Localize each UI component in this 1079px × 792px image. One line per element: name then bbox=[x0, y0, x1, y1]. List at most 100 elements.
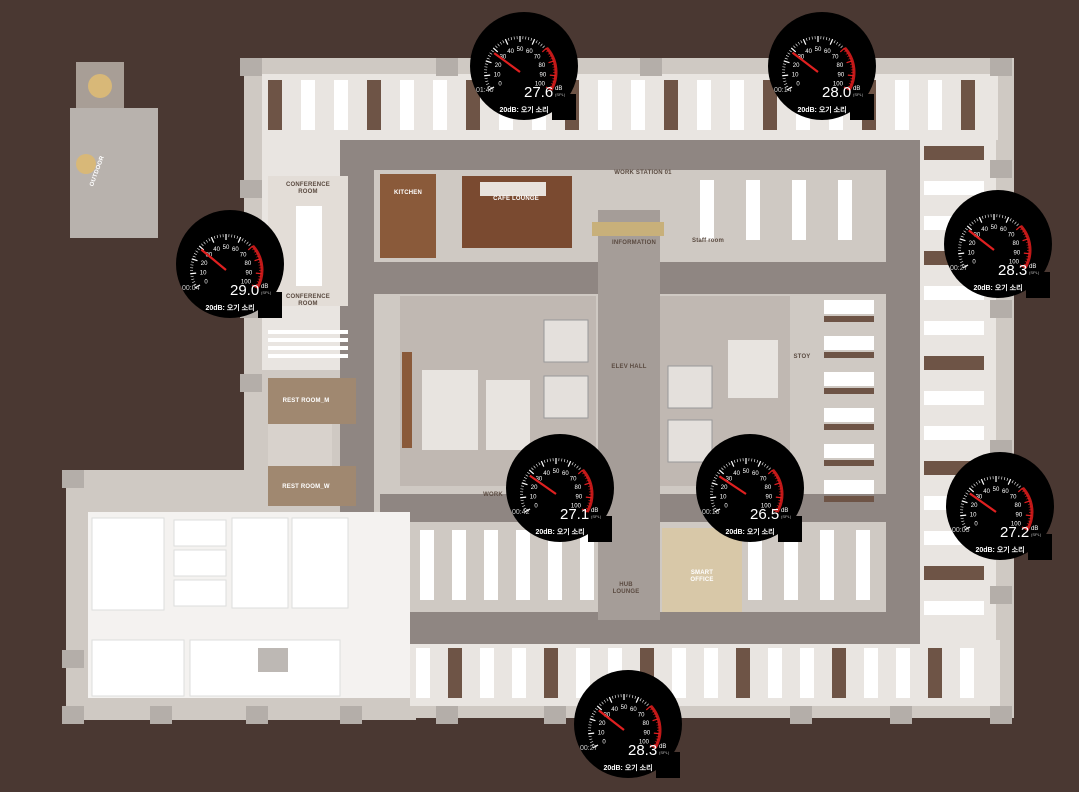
meter-tick bbox=[525, 474, 529, 477]
meter-tick bbox=[966, 225, 973, 231]
meter-tick bbox=[591, 743, 595, 746]
meter-unit: dB bbox=[659, 744, 667, 750]
outdoor-lamp bbox=[88, 74, 112, 98]
meter-tick-label: 100 bbox=[639, 740, 650, 746]
meter-tick-label: 90 bbox=[766, 494, 773, 500]
desk bbox=[748, 530, 762, 600]
meter-tick bbox=[961, 233, 965, 235]
meter-tick bbox=[561, 458, 563, 462]
meter-tick bbox=[836, 41, 839, 45]
meter-tick bbox=[256, 255, 260, 258]
meter-tick bbox=[795, 43, 798, 47]
outdoor-lamp-2 bbox=[76, 154, 96, 174]
column bbox=[436, 58, 458, 76]
meter-tick-label: 100 bbox=[1009, 260, 1020, 266]
meter-tick bbox=[715, 474, 719, 477]
meter-tick-label: 50 bbox=[743, 469, 750, 475]
meter-tick bbox=[797, 41, 800, 45]
meter-time: 00:27 bbox=[950, 265, 968, 272]
meter-tick-label: 100 bbox=[833, 82, 844, 88]
meter-tick bbox=[520, 499, 524, 502]
meter-tick bbox=[192, 281, 196, 283]
meter-tick bbox=[1015, 225, 1022, 231]
meter-reference: 20dB: 오기 소리 bbox=[797, 107, 847, 114]
meter-tick bbox=[789, 49, 792, 53]
meter-tick bbox=[964, 526, 971, 531]
label-work-station: WORK STATION 01 bbox=[614, 170, 672, 176]
meter-tick bbox=[1028, 503, 1032, 505]
desk bbox=[896, 648, 910, 698]
meter-tick bbox=[1026, 523, 1030, 525]
meter-tick bbox=[255, 283, 259, 286]
meter-tick bbox=[550, 83, 554, 85]
desk bbox=[824, 460, 874, 466]
meter-tick-label: 50 bbox=[553, 469, 560, 475]
meter-tick bbox=[764, 463, 767, 467]
desk bbox=[924, 356, 984, 370]
meter-tick bbox=[736, 459, 739, 463]
meter-tick bbox=[971, 485, 974, 489]
meter-tick bbox=[588, 732, 595, 735]
meter-tick bbox=[595, 707, 598, 711]
meter-tick bbox=[973, 483, 976, 487]
meter-tick bbox=[717, 471, 720, 475]
meter-tick bbox=[603, 699, 606, 703]
meter-tick-label: 10 bbox=[970, 512, 977, 518]
cafe-counter bbox=[480, 182, 546, 196]
desk bbox=[544, 648, 558, 698]
meter-tick-label: 80 bbox=[1013, 241, 1020, 247]
meter-tick bbox=[767, 469, 774, 475]
meter-tick bbox=[1006, 477, 1009, 481]
meter-tick bbox=[656, 735, 660, 738]
meter-tick bbox=[213, 235, 216, 239]
meter-tick bbox=[203, 241, 206, 245]
meter-tick bbox=[190, 272, 197, 275]
meter-tick bbox=[635, 696, 640, 703]
meter-tick bbox=[987, 214, 989, 218]
meter-tick-label: 30 bbox=[976, 495, 983, 501]
meter-tick bbox=[252, 247, 255, 251]
meter-tick bbox=[649, 744, 656, 749]
meter-tick bbox=[201, 243, 204, 247]
label-hub-lounge: HUB LOUNGE bbox=[612, 582, 640, 595]
meter-tick bbox=[237, 236, 242, 243]
meter-tick-label: 0 bbox=[974, 522, 978, 528]
meter-tick bbox=[608, 696, 613, 703]
meter-tick bbox=[978, 216, 983, 223]
meter-tick bbox=[527, 37, 530, 41]
meter-tick bbox=[960, 517, 964, 520]
meter-tick bbox=[190, 261, 194, 263]
meter-tick bbox=[577, 469, 584, 475]
desk bbox=[334, 80, 348, 130]
meter-weighting: (SPL) bbox=[555, 92, 566, 97]
meter-tick bbox=[980, 478, 985, 485]
meter-tick bbox=[631, 695, 634, 699]
meter-face bbox=[506, 434, 614, 542]
meter-tick bbox=[850, 77, 854, 80]
meter-tick-label: 70 bbox=[534, 55, 541, 61]
restroom-stalls bbox=[268, 424, 332, 466]
meter-tick bbox=[547, 52, 551, 55]
meter-tick bbox=[522, 479, 526, 482]
desk bbox=[824, 480, 874, 494]
meter-tick bbox=[958, 252, 965, 255]
meter-tick bbox=[958, 255, 962, 258]
desk bbox=[484, 530, 498, 600]
meter-tick bbox=[523, 507, 527, 510]
meter-tick-label: 50 bbox=[993, 487, 1000, 493]
meter-tick bbox=[586, 479, 590, 482]
meter-tick bbox=[766, 465, 769, 469]
meter-tick bbox=[247, 245, 254, 251]
meter-tick bbox=[783, 60, 790, 64]
meter-tick bbox=[728, 462, 731, 466]
meter-tick bbox=[960, 514, 967, 517]
meter-tick-label: 30 bbox=[726, 477, 733, 483]
meter-tick bbox=[599, 703, 602, 707]
meter-weighting: (SPL) bbox=[591, 514, 602, 519]
meter-red-zone bbox=[771, 468, 784, 513]
meter-tick-label: 100 bbox=[761, 504, 772, 510]
meter-tick bbox=[986, 477, 989, 481]
meter-tick-label: 80 bbox=[575, 485, 582, 491]
